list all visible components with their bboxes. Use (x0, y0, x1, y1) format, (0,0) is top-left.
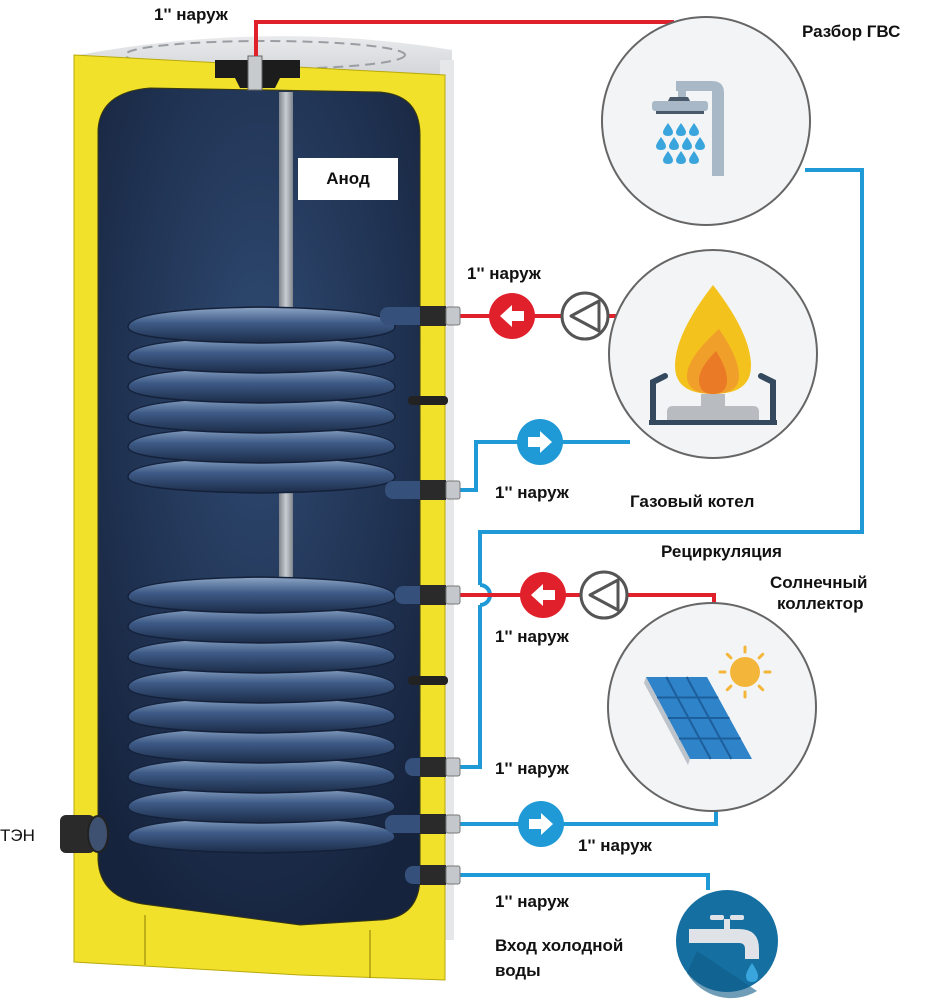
arrow-right-icon (529, 813, 553, 835)
label-cold-inlet-2: воды (495, 961, 541, 980)
label-solar-supply-port: 1'' наруж (495, 627, 569, 646)
tank-top-ring (124, 40, 406, 70)
lower-heat-exchanger-coil (127, 576, 396, 854)
label-top-outlet: 1'' наруж (154, 5, 228, 24)
cold-inlet-pipe (458, 873, 710, 890)
port-threaded-fitting (445, 814, 461, 834)
top-outlet-fitting (247, 55, 263, 91)
label-recirc-port: 1'' наруж (495, 759, 569, 778)
water-drop (695, 137, 705, 150)
gas-burner-icon (649, 285, 777, 425)
upper-heat-exchanger-coil (127, 306, 396, 494)
port-fitting-sleeve (420, 757, 446, 777)
label-recirculation: Рециркуляция (661, 542, 782, 561)
arrow-left-icon (531, 584, 555, 606)
hot-water-draw-circle (601, 16, 811, 226)
water-drop (689, 151, 699, 164)
circulation-pump-icon (569, 299, 601, 333)
solar-return-pipe (458, 808, 718, 826)
label-hot-water-draw: Разбор ГВС (802, 22, 901, 41)
wall-fittings (420, 306, 461, 885)
recirculation-pipe (478, 168, 864, 585)
arrow-left-icon (500, 305, 524, 327)
circulation-pump-icon (588, 578, 620, 612)
gas-boiler-circle (608, 249, 818, 459)
water-drop (669, 137, 679, 150)
cold-water-inlet-circle (676, 890, 778, 999)
port-threaded-fitting (445, 865, 461, 885)
sensor-sleeve-upper (408, 396, 448, 405)
boiler-circulation-pump (560, 291, 610, 341)
water-drop (689, 123, 699, 136)
water-drop (663, 151, 673, 164)
label-cold-inlet-port: 1'' наруж (495, 892, 569, 911)
arrow-right-icon (528, 431, 552, 453)
label-cold-inlet-1: Вход холодной (495, 936, 624, 955)
coil-turn (127, 306, 396, 344)
port-fitting-sleeve (420, 585, 446, 605)
solar-panel-icon (644, 645, 772, 765)
solar-circulation-pump (579, 570, 629, 620)
label-solar-collector-1: Солнечный (770, 573, 868, 592)
port-fitting-sleeve (420, 480, 446, 500)
water-drop (663, 123, 673, 136)
shower-icon (652, 81, 724, 176)
sun-ray (757, 684, 765, 692)
water-heater-tank (60, 36, 454, 981)
water-drop (676, 123, 686, 136)
water-drop (676, 151, 686, 164)
recirculation-pipe-lower (458, 605, 482, 769)
label-solar-collector-2: коллектор (777, 594, 864, 613)
water-drop (682, 137, 692, 150)
sun-ray (725, 652, 733, 660)
label-gas-boiler: Газовый котел (630, 492, 755, 511)
port-threaded-fitting (445, 480, 461, 500)
sun-ray (757, 652, 765, 660)
label-solar-return-port: 1'' наруж (578, 836, 652, 855)
port-threaded-fitting (445, 306, 461, 326)
label-heating-element: ТЭН (0, 826, 35, 845)
water-drop (656, 137, 666, 150)
boiler-flow-in-marker (489, 293, 535, 339)
port-fitting-sleeve (420, 865, 446, 885)
label-boiler-return-port: 1'' наруж (495, 483, 569, 502)
sensor-sleeve-lower (408, 676, 448, 685)
port-threaded-fitting (445, 585, 461, 605)
solar-collector-circle (607, 602, 817, 812)
label-boiler-supply-port: 1'' наруж (467, 264, 541, 283)
sun-ray (725, 684, 733, 692)
port-fitting-sleeve (420, 814, 446, 834)
port-threaded-fitting (445, 757, 461, 777)
label-anode: Анод (298, 158, 398, 200)
sun-icon (730, 657, 760, 687)
coil-turn (127, 576, 396, 614)
heating-element-port (60, 815, 109, 853)
boiler-flow-out-marker (517, 419, 563, 465)
solar-flow-out-marker (518, 801, 564, 847)
solar-flow-in-marker (520, 572, 566, 618)
water-tap-icon (689, 915, 759, 982)
port-fitting-sleeve (420, 306, 446, 326)
